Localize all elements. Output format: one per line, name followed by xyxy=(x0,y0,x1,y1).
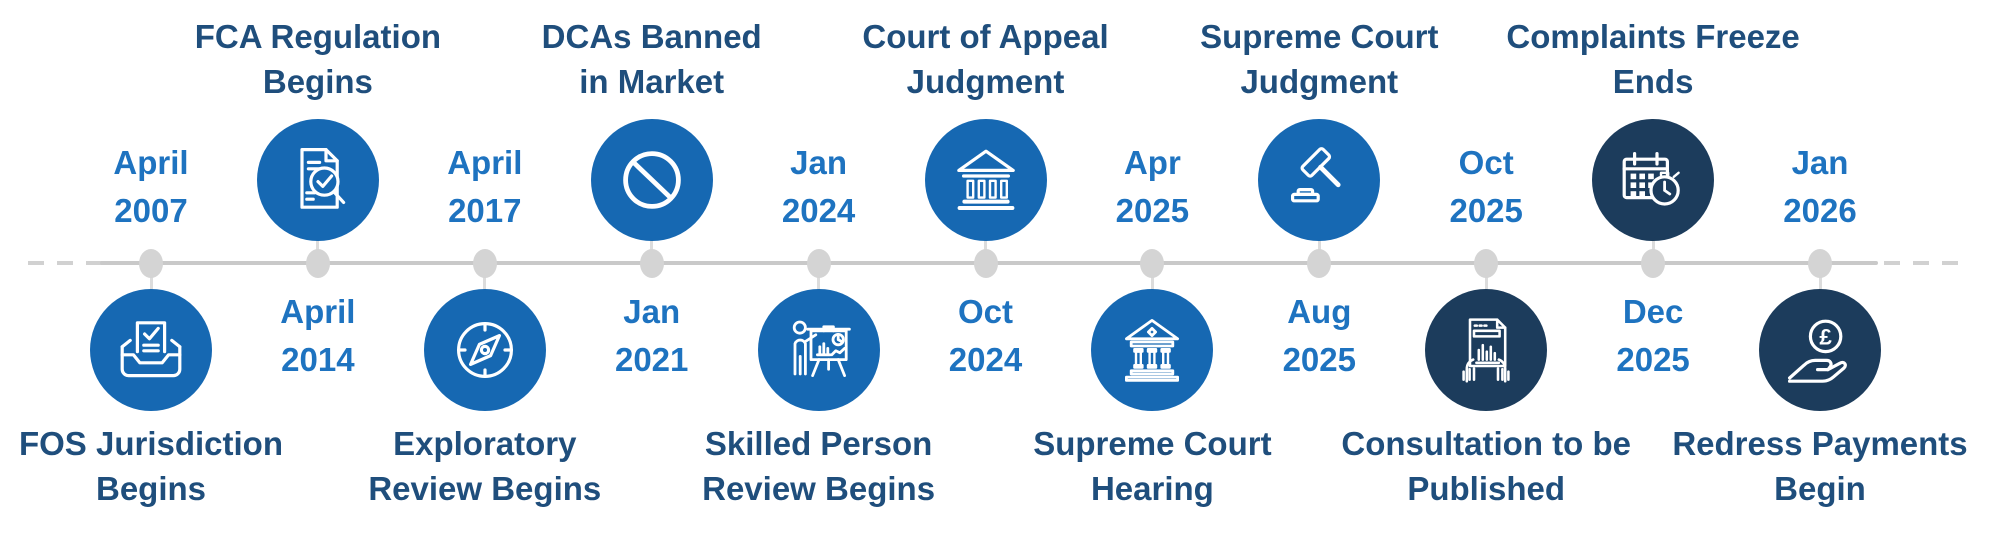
event-connector xyxy=(149,263,153,293)
event-date: April 2014 xyxy=(280,293,356,378)
hands-report-icon xyxy=(1425,289,1548,411)
event-connector xyxy=(316,233,320,263)
event-label: Redress Payments Begin xyxy=(1672,425,1968,507)
compass-icon xyxy=(423,289,546,411)
event-date: Oct 2024 xyxy=(948,293,1023,378)
event-connector xyxy=(1651,233,1655,263)
event-connector xyxy=(817,263,821,293)
event-connector xyxy=(984,233,987,263)
event-label: Consultation to be Published xyxy=(1341,425,1631,507)
event-date: Jan 2021 xyxy=(614,293,689,378)
event-label: Court of Appeal Judgment xyxy=(862,18,1109,100)
event-connector xyxy=(650,233,654,263)
event-date: Oct 2025 xyxy=(1449,144,1523,229)
timeline-axis xyxy=(100,261,1878,265)
event-date: Jan 2024 xyxy=(781,144,856,229)
presentation-icon xyxy=(757,289,880,411)
gavel-icon xyxy=(1258,119,1381,241)
event-label: Supreme Court Judgment xyxy=(1200,18,1439,100)
event-connector xyxy=(1150,263,1154,293)
timeline-dashed-end xyxy=(1884,261,1960,265)
event-date: April 2007 xyxy=(113,144,189,229)
event-label: Supreme Court Hearing xyxy=(1033,425,1272,507)
event-label: Exploratory Review Begins xyxy=(368,425,602,507)
courthouse-icon xyxy=(924,119,1047,241)
event-date: Dec 2025 xyxy=(1616,293,1690,378)
event-connector xyxy=(1484,263,1488,293)
event-label: DCAs Banned in Market xyxy=(541,18,762,100)
event-date: April 2017 xyxy=(447,144,523,229)
event-connector xyxy=(483,263,487,293)
timeline-dashed-start xyxy=(28,261,102,265)
event-label: Skilled Person Review Begins xyxy=(702,425,936,507)
doc-magnifier-icon xyxy=(256,119,379,241)
event-label: FOS Jurisdiction Begins xyxy=(18,425,284,507)
event-date: Apr 2025 xyxy=(1115,144,1190,229)
event-connector xyxy=(1317,233,1321,263)
event-label: Complaints Freeze Ends xyxy=(1506,18,1800,100)
event-date: Aug 2025 xyxy=(1282,293,1356,378)
event-date: Jan 2026 xyxy=(1783,144,1857,229)
event-connector xyxy=(1818,263,1822,293)
calendar-stopwatch-icon xyxy=(1592,119,1715,241)
ban-icon xyxy=(590,119,713,241)
courthouse-columns-icon xyxy=(1091,289,1214,411)
hand-pound-icon xyxy=(1759,289,1881,411)
event-label: FCA Regulation Begins xyxy=(194,18,442,100)
inbox-check-icon xyxy=(90,289,212,411)
